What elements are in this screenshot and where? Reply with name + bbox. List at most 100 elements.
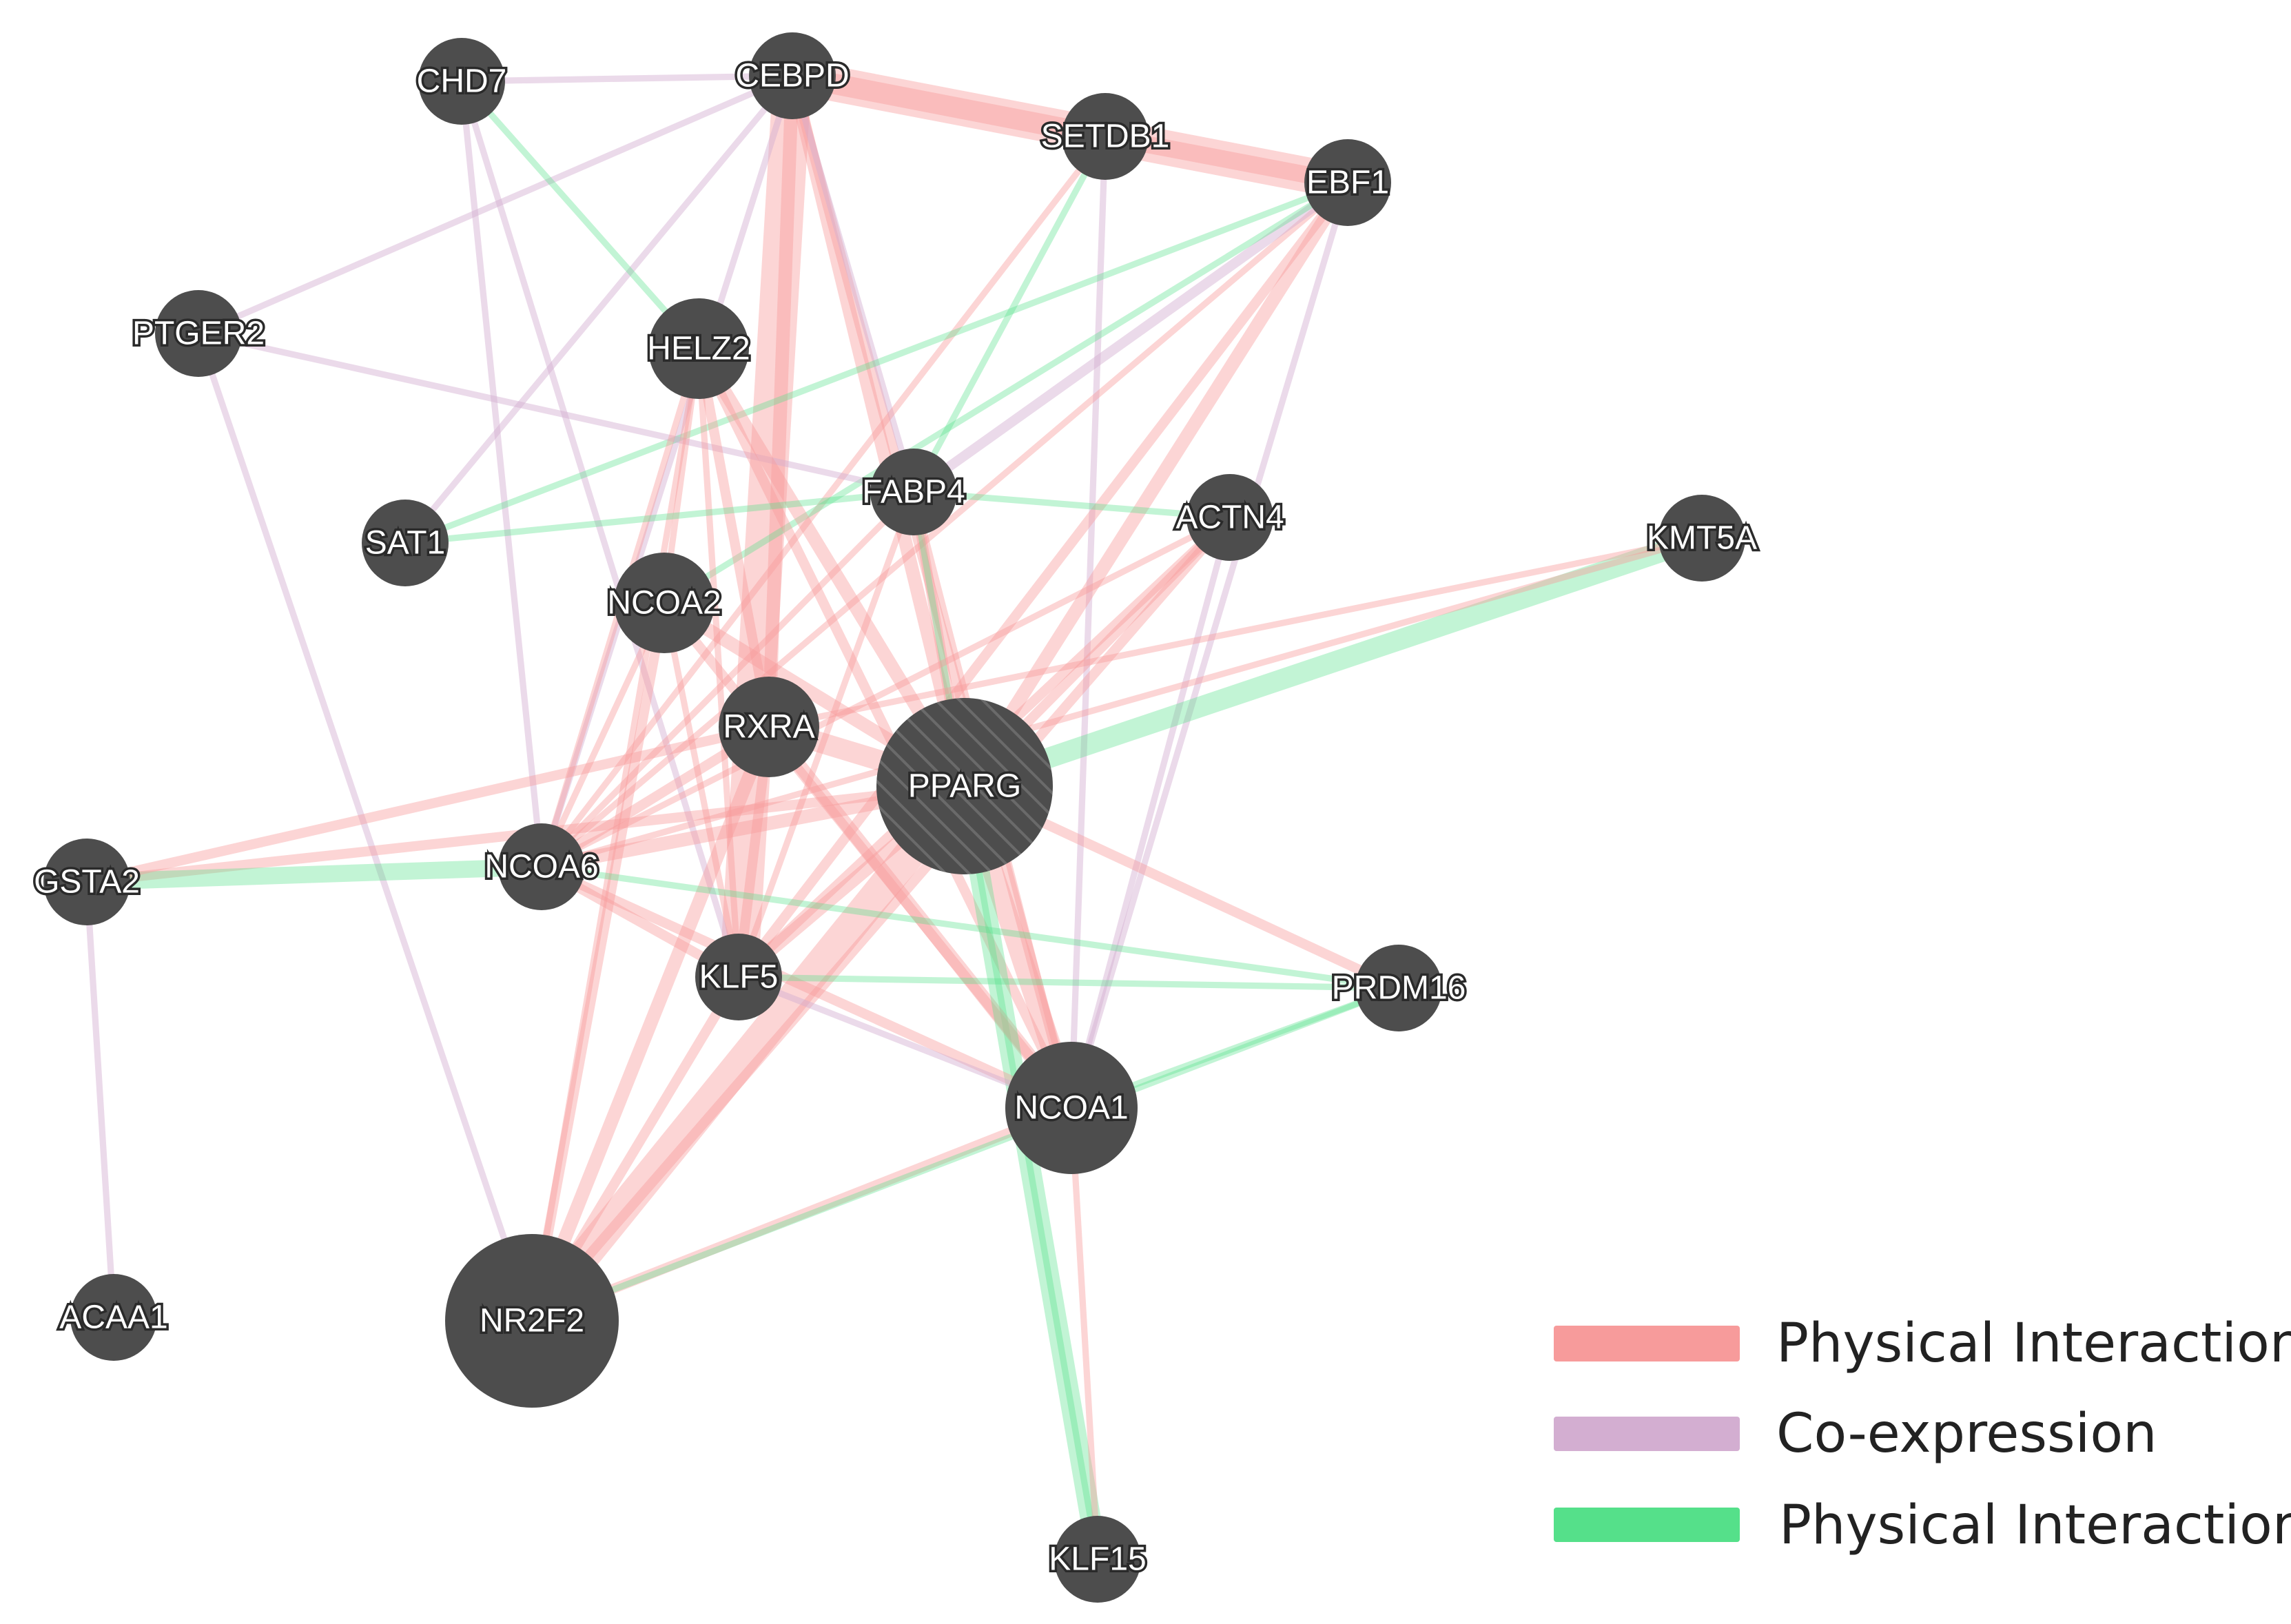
edge-cebpd-klf5 [719,56,812,996]
legend-label-coexpression: Co-expression [1776,1403,2157,1465]
edge-cebpd-rxra [762,69,799,734]
node-label: EBF1 [1306,165,1389,201]
edge-helz2-ncoa1 [693,343,1077,1113]
node-circle[interactable] [1005,1042,1138,1174]
edge-ebf1-ncoa1 [1068,179,1351,1111]
node-circle[interactable] [614,553,715,653]
node-prdm16[interactable]: PRDM16 [1329,945,1468,1031]
node-label: NR2F2 [480,1303,584,1339]
edge-ncoa2-klf5 [661,599,742,980]
node-nr2f2[interactable]: NR2F2 [445,1234,619,1408]
node-circle[interactable] [1186,474,1273,561]
node-actn4[interactable]: ACTN4 [1173,474,1286,561]
node-circle[interactable] [695,934,782,1020]
node-klf15[interactable]: KLF15 [1047,1516,1149,1603]
edge-ptger2-nr2f2 [195,330,535,1324]
legend-swatch-coexpression [1554,1417,1740,1451]
node-acaa1[interactable]: ACAA1 [57,1274,170,1361]
edge-fabp4-klf15 [910,489,1101,1563]
node-circle[interactable] [43,839,130,925]
edge-rxra-ncoa1 [762,720,1078,1115]
node-circle[interactable] [1304,139,1391,226]
node-circle[interactable] [1658,495,1745,582]
edge-ncoa6-prdm16 [538,863,1402,991]
node-circle[interactable] [70,1274,157,1361]
edge-gsta2-ncoa6 [78,858,551,891]
node-label: KLF15 [1049,1541,1146,1578]
node-circle[interactable] [155,290,242,377]
edge-ptger2-fabp4 [195,330,917,495]
edge-pparg-klf15 [954,776,1108,1570]
node-fabp4[interactable]: FABP4 [860,449,967,535]
legend-label-genetic: Physical Interactions [1779,1494,2291,1556]
node-circle[interactable] [418,38,505,125]
edge-fabp4-ncoa6 [538,489,917,870]
node-sat1[interactable]: SAT1 [362,500,449,586]
edge-ebf1-ncoa6 [538,179,1351,870]
edge-ebf1-fabp4 [908,177,1353,497]
edge-helz2-klf5 [695,345,742,980]
node-gsta2[interactable]: GSTA2 [32,839,142,925]
edge-rxra-nr2f2 [525,720,776,1328]
node-ebf1[interactable]: EBF1 [1304,139,1392,226]
edge-fabp4-klf5 [735,489,917,980]
node-circle[interactable] [1054,1516,1141,1603]
node-pparg[interactable]: PPARG [876,698,1053,874]
edge-ncoa2-nr2f2 [526,597,670,1326]
node-circle[interactable] [1355,945,1442,1031]
node-circle[interactable] [870,449,957,535]
node-klf5[interactable]: KLF5 [695,934,782,1020]
node-label: RXRA [723,709,814,746]
node-label: NCOA1 [1014,1090,1128,1127]
node-circle[interactable] [749,32,836,119]
node-circle[interactable] [445,1234,619,1408]
edge-helz2-rxra [693,343,774,732]
edge-ebf1-sat1 [402,179,1351,546]
edge-ebf1-pparg [958,176,1355,793]
edge-helz2-nr2f2 [528,345,702,1324]
node-circle[interactable] [498,823,585,910]
legend-swatch-genetic [1554,1508,1740,1542]
node-setdb1[interactable]: SETDB1 [1038,93,1172,180]
node-label: KLF5 [699,959,779,996]
edge-kmt5a-ncoa6 [538,535,1705,870]
node-cebpd[interactable]: CEBPD [733,32,852,119]
node-kmt5a[interactable]: KMT5A [1644,495,1760,582]
edge-ncoa6-ncoa1 [536,861,1077,1113]
legend-item-coexpression: Co-expression [1554,1403,2157,1465]
edge-ncoa1-klf15 [1068,1104,1101,1563]
node-chd7[interactable]: CHD7 [414,38,509,125]
node-ptger2[interactable]: PTGER2 [130,290,267,377]
node-rxra[interactable]: RXRA [719,677,819,777]
edge-actn4-ncoa1 [1068,514,1233,1111]
edge-actn4-ncoa6 [538,514,1233,870]
edge-ebf1-klf5 [733,177,1353,983]
node-circle[interactable] [362,500,449,586]
node-circle[interactable] [1062,93,1149,180]
node-label: CEBPD [735,58,849,94]
node-circle[interactable] [876,698,1053,874]
node-ncoa6[interactable]: NCOA6 [482,823,601,910]
edge-ebf1-ncoa2 [661,179,1351,606]
edge-ncoa1-nr2f2 [526,1102,1077,1326]
edge-cebpd-ptger2 [195,72,796,337]
node-ncoa2[interactable]: NCOA2 [605,553,723,653]
node-label: KMT5A [1647,520,1757,557]
node-helz2[interactable]: HELZ2 [645,298,752,399]
edge-chd7-klf5 [458,78,742,980]
edge-sat1-fabp4 [402,489,917,546]
edge-klf5-prdm16 [735,974,1402,991]
edge-cebpd-fabp4 [789,72,917,495]
node-label: PRDM16 [1332,970,1466,1007]
node-circle[interactable] [648,298,749,399]
legend-item-genetic: Physical Interactions [1554,1494,2291,1556]
node-label: NCOA2 [607,585,721,621]
node-ncoa1[interactable]: NCOA1 [1005,1042,1138,1174]
edge-kmt5a-rxra [766,535,1705,730]
node-circle[interactable] [719,677,819,777]
edge-cebpd-ncoa1 [787,70,1077,1113]
node-label: PPARG [908,768,1021,805]
edge-cebpd-sat1 [402,72,796,546]
edge-setdb1-ncoa1 [1068,133,1109,1111]
